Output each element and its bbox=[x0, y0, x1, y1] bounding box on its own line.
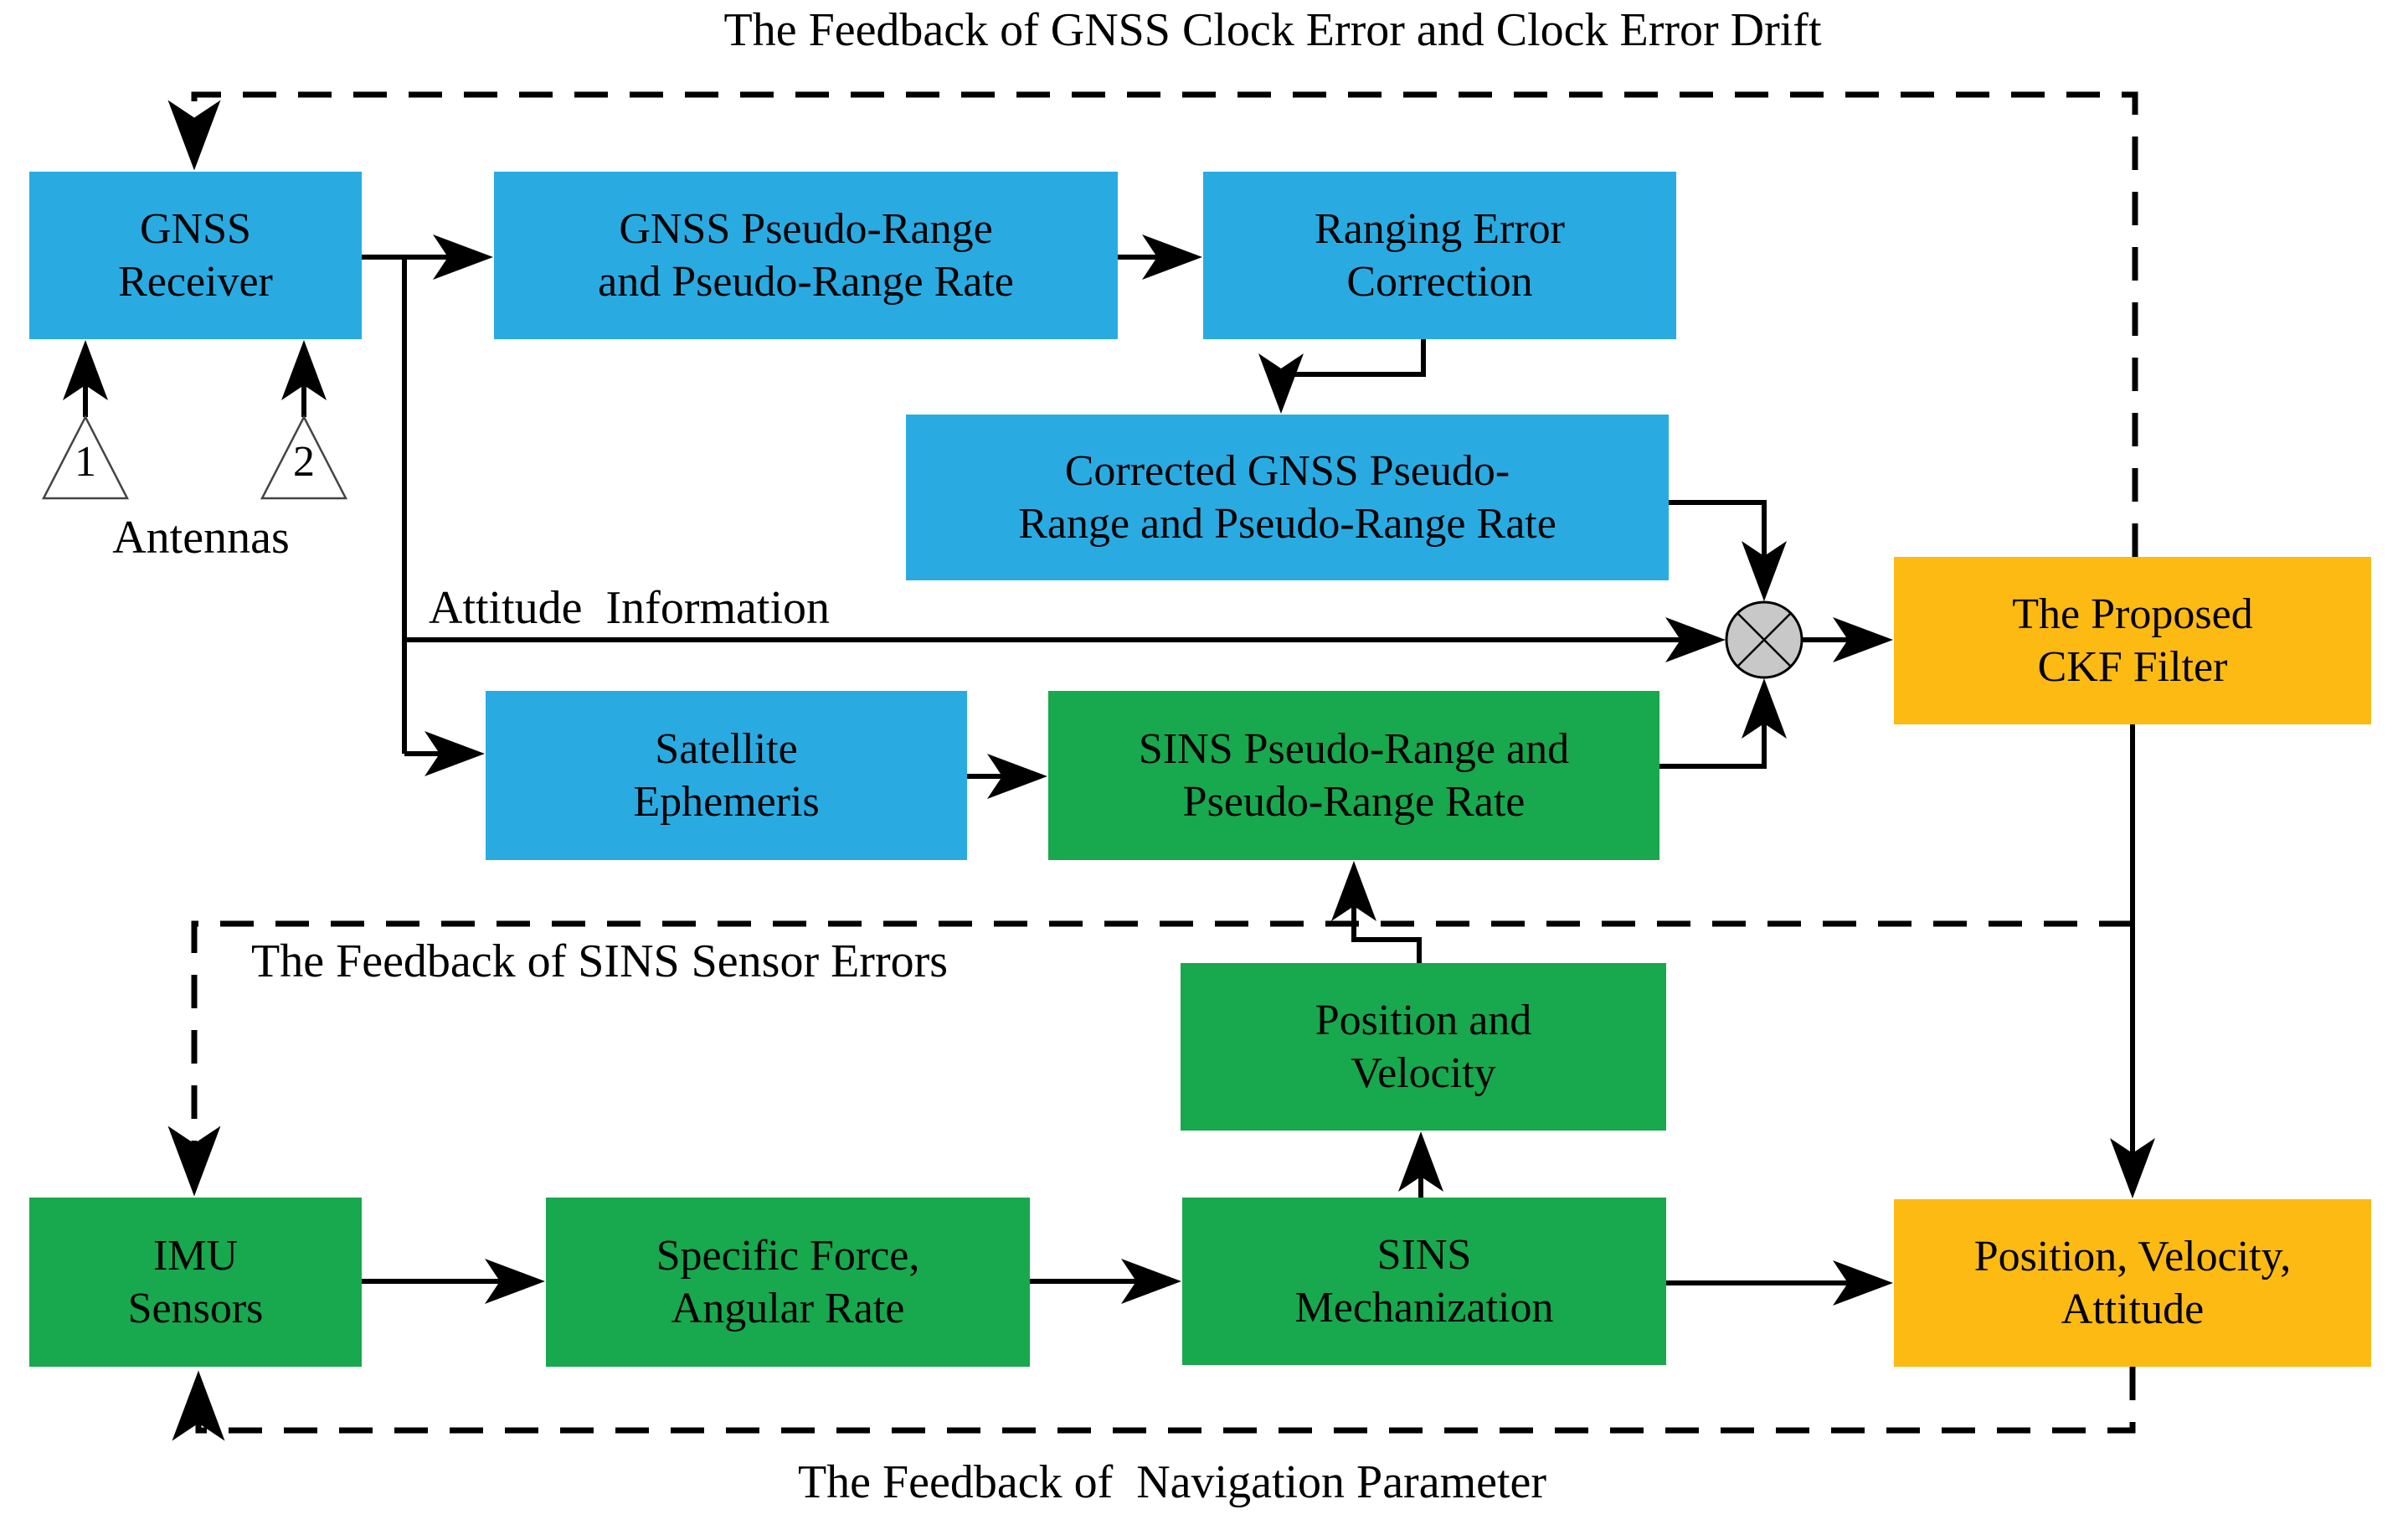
node-satellite-ephemeris: Satellite Ephemeris bbox=[486, 691, 967, 860]
feedback-sins-sensor-errors-wire bbox=[167, 920, 2133, 1197]
node-corrected-gnss-pseudorange: Corrected GNSS Pseudo- Range and Pseudo-… bbox=[906, 415, 1669, 580]
node-position-velocity-attitude: Position, Velocity, Attitude bbox=[1894, 1199, 2371, 1367]
feedback-navigation-parameter-label: The Feedback of Navigation Parameter bbox=[797, 1456, 1547, 1508]
node-label: SINS bbox=[1376, 1230, 1472, 1279]
node-label: The Proposed bbox=[2012, 590, 2253, 638]
node-gnss-receiver: GNSS Receiver bbox=[29, 172, 362, 339]
node-label: Correction bbox=[1346, 258, 1533, 306]
node-label: Velocity bbox=[1351, 1049, 1496, 1097]
node-imu-sensors: IMU Sensors bbox=[29, 1198, 362, 1367]
antennas-label: Antennas bbox=[112, 512, 290, 564]
node-label: Satellite bbox=[655, 724, 798, 773]
node-label: GNSS Pseudo-Range bbox=[619, 204, 993, 253]
node-label: Ranging Error bbox=[1315, 204, 1565, 253]
node-gnss-pseudorange: GNSS Pseudo-Range and Pseudo-Range Rate bbox=[494, 172, 1118, 339]
arrow-sins-pseudorange-to-combiner bbox=[1659, 678, 1787, 769]
node-label: CKF Filter bbox=[2037, 643, 2228, 691]
node-label: IMU bbox=[152, 1231, 239, 1280]
node-sins-pseudorange: SINS Pseudo-Range and Pseudo-Range Rate bbox=[1048, 691, 1659, 860]
node-label: Ephemeris bbox=[633, 778, 820, 826]
node-specific-force-angular-rate: Specific Force, Angular Rate bbox=[546, 1198, 1030, 1367]
node-label: Sensors bbox=[127, 1285, 264, 1332]
node-label: GNSS bbox=[140, 204, 251, 253]
node-label: Position and bbox=[1315, 996, 1532, 1044]
node-label: Corrected GNSS Pseudo- bbox=[1064, 446, 1510, 495]
feedback-navigation-parameter-wire bbox=[172, 1367, 2136, 1441]
arrow-ranging-to-corrected bbox=[1258, 339, 1426, 414]
antenna-2-icon bbox=[260, 415, 348, 500]
arrow-position-velocity-to-sins-pseudorange bbox=[1331, 861, 1422, 963]
node-label: Mechanization bbox=[1294, 1284, 1554, 1332]
antenna-1-icon bbox=[41, 415, 130, 500]
feedback-sins-sensor-errors-label: The Feedback of SINS Sensor Errors bbox=[251, 935, 949, 987]
node-label: Pseudo-Range Rate bbox=[1182, 778, 1526, 826]
node-label: Attitude bbox=[2061, 1285, 2205, 1333]
node-ranging-error-correction: Ranging Error Correction bbox=[1203, 172, 1676, 339]
node-label: Range and Pseudo-Range Rate bbox=[1018, 500, 1556, 548]
feedback-clock-error-label: The Feedback of GNSS Clock Error and Clo… bbox=[723, 4, 1822, 56]
arrow-corrected-to-combiner bbox=[1669, 500, 1787, 601]
antenna-2-number: 2 bbox=[293, 438, 315, 486]
feedback-clock-error-wire bbox=[167, 91, 2138, 557]
node-position-and-velocity: Position and Velocity bbox=[1181, 963, 1666, 1131]
node-label: SINS Pseudo-Range and bbox=[1138, 724, 1570, 773]
node-ckf-filter: The Proposed CKF Filter bbox=[1894, 557, 2371, 724]
combiner-icon bbox=[1725, 600, 1803, 679]
node-label: Angular Rate bbox=[671, 1285, 905, 1332]
node-label: and Pseudo-Range Rate bbox=[598, 258, 1014, 306]
node-label: Specific Force, bbox=[656, 1231, 920, 1280]
node-label: Position, Velocity, bbox=[1973, 1232, 2292, 1280]
antenna-1-number: 1 bbox=[75, 438, 96, 486]
node-sins-mechanization: SINS Mechanization bbox=[1182, 1198, 1666, 1365]
attitude-information-label: Attitude Information bbox=[429, 582, 831, 634]
node-label: Receiver bbox=[118, 258, 273, 306]
